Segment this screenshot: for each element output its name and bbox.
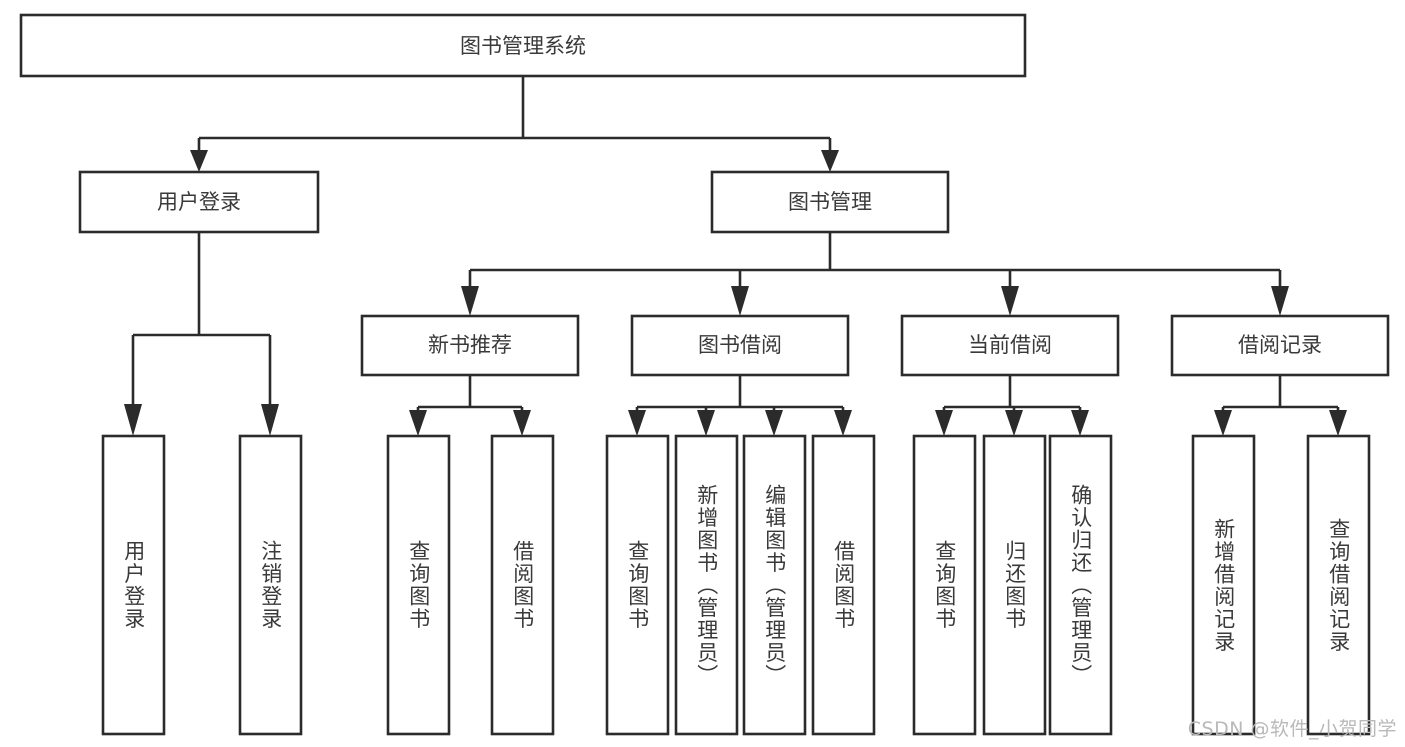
node-borrow-record[interactable]: 借阅记录 — [1170, 314, 1390, 377]
arrow-head-icon — [1071, 410, 1089, 436]
connector-user-login-to-leaves — [124, 232, 279, 436]
node-label-borrow-record: 借阅记录 — [1238, 333, 1322, 357]
node-box-new-book-rec[interactable] — [360, 314, 580, 377]
node-box-leaf-user-login[interactable] — [101, 434, 166, 736]
node-root[interactable]: 图书管理系统 — [19, 13, 1027, 78]
arrow-head-icon — [821, 150, 839, 172]
node-box-current-borrow[interactable] — [900, 314, 1120, 377]
node-label-current-borrow: 当前借阅 — [968, 333, 1052, 357]
node-label-new-book-rec: 新书推荐 — [428, 333, 512, 357]
arrow-head-icon — [513, 410, 531, 436]
arrow-head-icon — [697, 410, 715, 436]
arrow-head-icon — [409, 410, 427, 436]
connector-book-borrow-to-leaves — [628, 375, 852, 436]
node-user-login[interactable]: 用户登录 — [78, 170, 320, 234]
arrow-head-icon — [190, 150, 208, 172]
arrow-head-icon — [1214, 410, 1232, 436]
node-label-root: 图书管理系统 — [460, 34, 586, 58]
arrow-head-icon — [1001, 286, 1019, 316]
node-box-leaf-add-book[interactable] — [674, 434, 739, 736]
node-book-manage[interactable]: 图书管理 — [710, 170, 950, 234]
arrow-head-icon — [935, 410, 953, 436]
arrow-head-icon — [1329, 410, 1347, 436]
arrow-head-icon — [124, 404, 142, 436]
node-box-book-borrow[interactable] — [630, 314, 850, 377]
node-box-leaf-query-book-1[interactable] — [386, 434, 451, 736]
arrow-head-icon — [834, 410, 852, 436]
node-label-book-borrow: 图书借阅 — [698, 333, 782, 357]
node-box-leaf-return-book[interactable] — [982, 434, 1047, 736]
node-box-leaf-add-record[interactable] — [1191, 434, 1256, 736]
arrow-head-icon — [731, 286, 749, 316]
connector-root-to-level2 — [190, 76, 839, 172]
connector-new-book-rec-to-leaves — [409, 375, 531, 436]
node-box-leaf-query-record[interactable] — [1306, 434, 1371, 736]
node-box-user-login[interactable] — [78, 170, 320, 234]
node-label-book-manage: 图书管理 — [788, 190, 872, 214]
node-box-root[interactable] — [19, 13, 1027, 78]
arrow-head-icon — [261, 404, 279, 436]
node-label-user-login: 用户登录 — [157, 190, 241, 214]
arrow-head-icon — [461, 286, 479, 316]
node-box-leaf-query-book-3[interactable] — [912, 434, 977, 736]
arrow-head-icon — [765, 410, 783, 436]
watermark-text: CSDN @软件_小贺同学 — [1187, 718, 1397, 740]
node-book-borrow[interactable]: 图书借阅 — [630, 314, 850, 377]
node-box-leaf-edit-book[interactable] — [742, 434, 807, 736]
node-box-leaf-borrow-book-1[interactable] — [490, 434, 555, 736]
node-box-leaf-query-book-2[interactable] — [605, 434, 670, 736]
arrow-head-icon — [1005, 410, 1023, 436]
node-box-borrow-record[interactable] — [1170, 314, 1390, 377]
node-box-leaf-borrow-book-2[interactable] — [811, 434, 876, 736]
node-current-borrow[interactable]: 当前借阅 — [900, 314, 1120, 377]
arrow-head-icon — [628, 410, 646, 436]
node-box-leaf-confirm-return[interactable] — [1048, 434, 1113, 736]
node-new-book-rec[interactable]: 新书推荐 — [360, 314, 580, 377]
node-box-book-manage[interactable] — [710, 170, 950, 234]
connector-current-borrow-to-leaves — [935, 375, 1089, 436]
node-box-leaf-logout[interactable] — [238, 434, 303, 736]
arrow-head-icon — [1271, 286, 1289, 316]
connector-borrow-record-to-leaves — [1214, 375, 1347, 436]
connector-book-manage-to-level3 — [461, 232, 1289, 316]
